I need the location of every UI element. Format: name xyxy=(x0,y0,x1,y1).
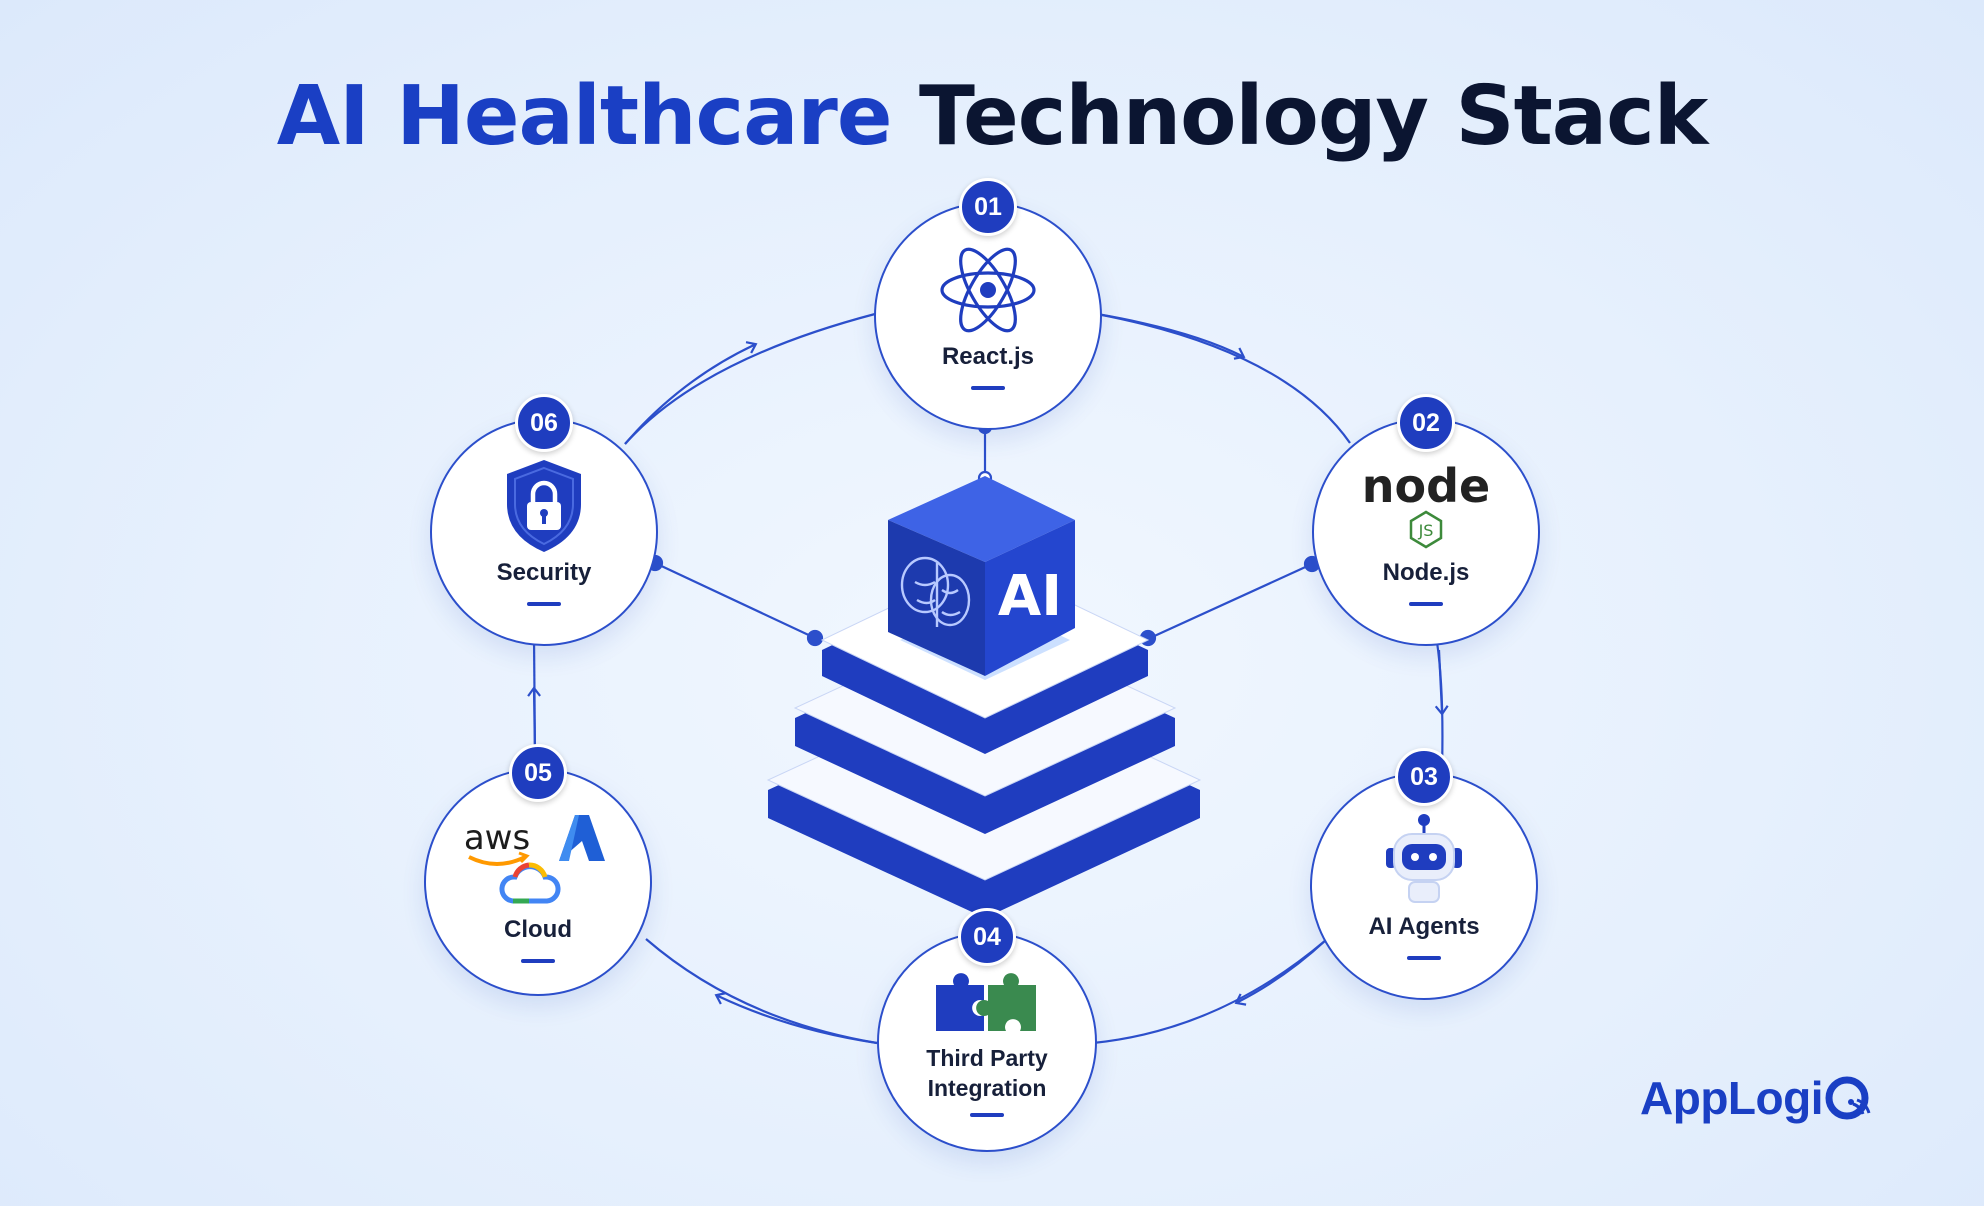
puzzle-icon xyxy=(932,967,1042,1039)
arc-04-05 xyxy=(645,938,878,1045)
node-underline xyxy=(1407,956,1441,960)
step-badge-01: 01 xyxy=(959,178,1017,236)
title-rest: Technology Stack xyxy=(919,69,1708,164)
node-label-nodejs: Node.js xyxy=(1382,559,1470,586)
step-badge-03: 03 xyxy=(1395,748,1453,806)
step-badge-02: 02 xyxy=(1397,394,1455,452)
node-nodejs[interactable]: 02 node JS Node.js xyxy=(1312,394,1540,646)
brand-q-icon xyxy=(1825,1076,1871,1120)
center-ai-label: AI xyxy=(998,564,1062,629)
node-third-party[interactable]: 04 Third Party Integration xyxy=(877,908,1097,1152)
step-badge-04: 04 xyxy=(958,908,1016,966)
node-react[interactable]: 01 React.js xyxy=(874,178,1102,430)
node-underline xyxy=(527,602,561,606)
node-label-line2: Integration xyxy=(927,1075,1047,1101)
brand-logo: AppLogi xyxy=(1640,1070,1873,1126)
title-accent: AI Healthcare xyxy=(276,69,893,164)
step-badge-06: 06 xyxy=(515,394,573,452)
shield-lock-icon xyxy=(499,458,589,554)
arc-03-04 xyxy=(1092,939,1327,1045)
brain-icon xyxy=(900,556,971,627)
node-cloud[interactable]: 05 aws Cloud xyxy=(424,744,652,996)
react-icon xyxy=(936,242,1040,338)
node-label-third-party: Third Party Integration xyxy=(926,1043,1047,1103)
svg-text:aws: aws xyxy=(464,818,530,858)
svg-text:JS: JS xyxy=(1418,521,1434,540)
node-label-ai-agents: AI Agents xyxy=(1368,913,1480,940)
node-underline xyxy=(971,386,1005,390)
svg-text:node: node xyxy=(1362,459,1490,513)
node-label-line1: Third Party xyxy=(926,1045,1048,1071)
node-underline xyxy=(1409,602,1443,606)
node-label-security: Security xyxy=(496,559,592,586)
ai-stack: AI xyxy=(766,476,1202,918)
brand-name: AppLogi xyxy=(1640,1072,1824,1124)
node-label-cloud: Cloud xyxy=(504,916,572,943)
node-underline xyxy=(521,959,555,963)
robot-icon xyxy=(1379,812,1469,908)
arc-06-01 xyxy=(624,312,876,445)
node-ai-agents[interactable]: 03 AI Agents xyxy=(1310,748,1538,1000)
node-underline xyxy=(970,1113,1004,1117)
arc-01-02 xyxy=(1096,312,1351,444)
page-title: AI Healthcare Technology Stack xyxy=(0,69,1984,164)
step-badge-05: 05 xyxy=(509,744,567,802)
cloud-providers-icon: aws xyxy=(463,801,613,911)
nodejs-icon: node JS xyxy=(1351,458,1501,554)
node-security[interactable]: 06 Security xyxy=(430,394,658,646)
node-label-react: React.js xyxy=(941,343,1035,370)
